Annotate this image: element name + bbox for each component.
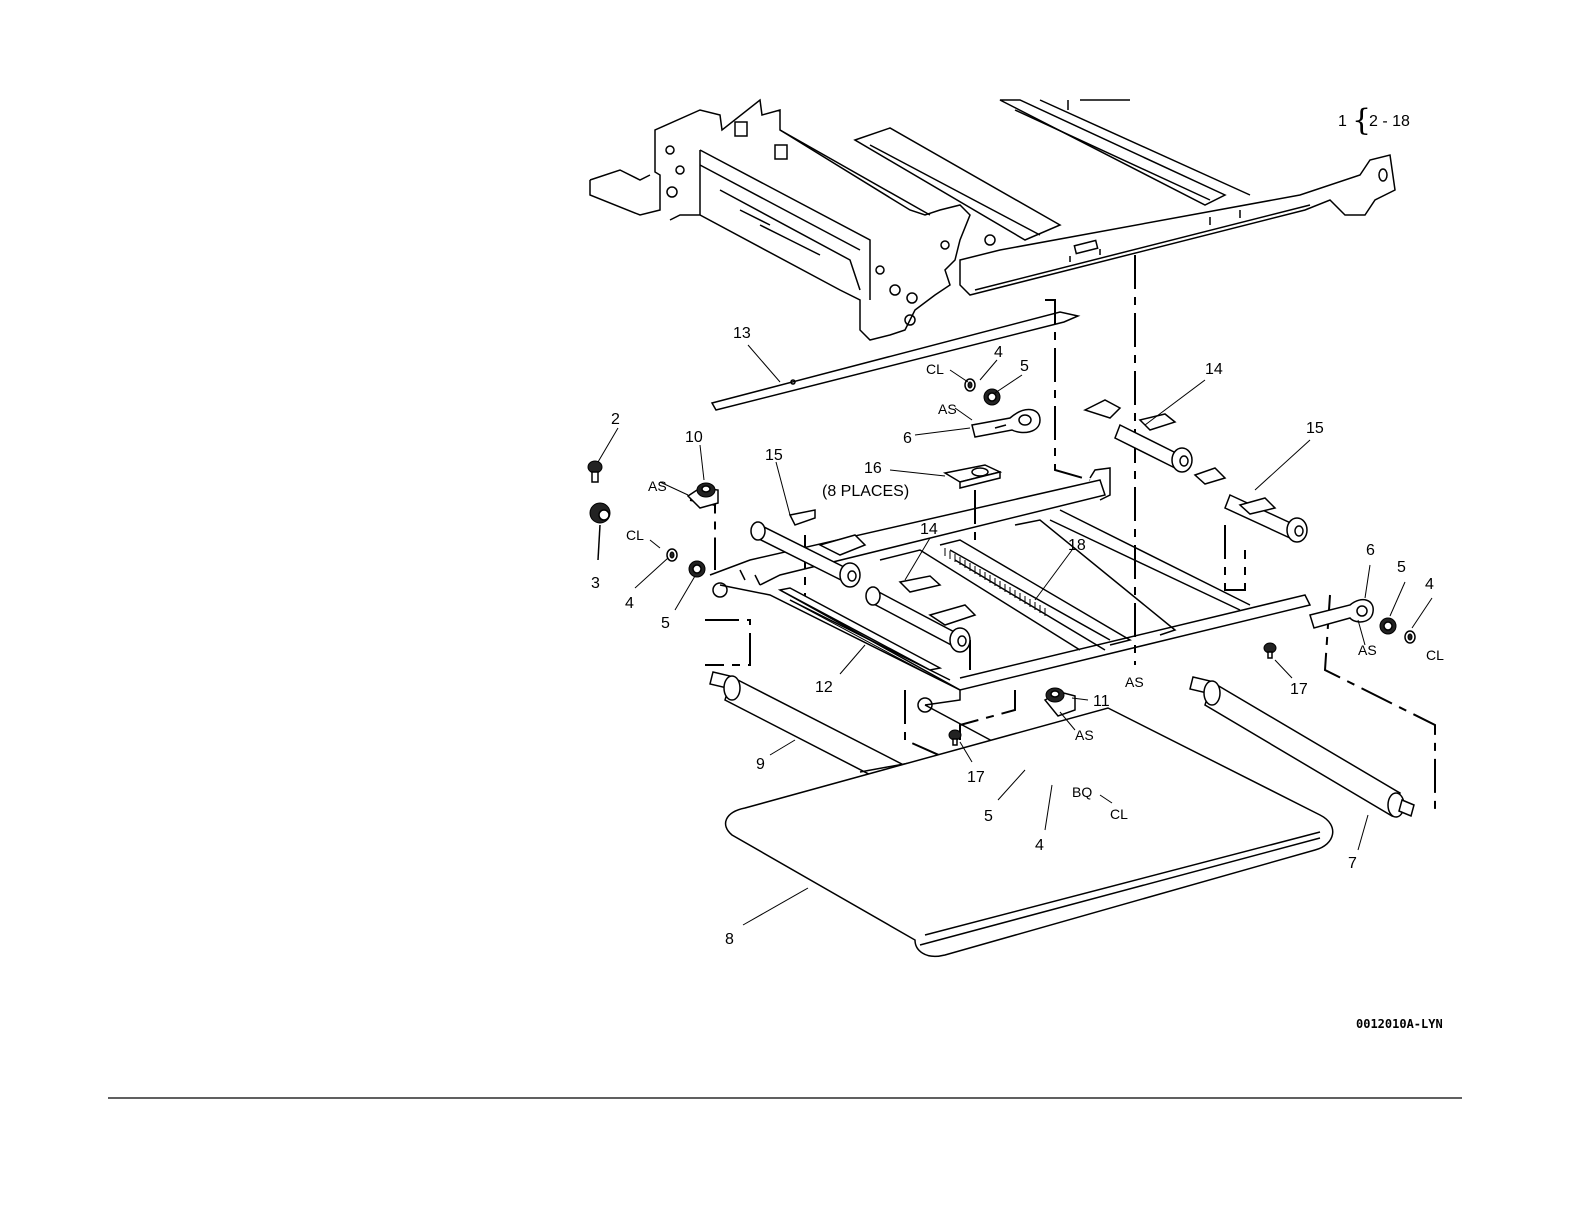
part-15-left-roller (751, 510, 865, 587)
callout-17-right: 17 (1290, 681, 1308, 698)
note-cl-right: CL (1426, 647, 1444, 663)
part-2-screw (588, 461, 602, 482)
callout-13: 13 (733, 325, 751, 342)
callout-12: 12 (815, 679, 833, 696)
callout-5-right: 5 (1397, 559, 1406, 576)
part-11-bearing (1045, 688, 1075, 716)
middle-frame (710, 468, 1310, 712)
callout-3: 3 (591, 575, 600, 592)
callout-11: 11 (1093, 693, 1110, 710)
callout-2: 2 (611, 411, 620, 428)
note-cl-top: CL (926, 361, 944, 377)
part-4-clip-left (667, 549, 677, 561)
callout-16: 16 (864, 460, 882, 477)
callout-4-left: 4 (625, 595, 634, 612)
callout-7: 7 (1348, 855, 1357, 872)
assembly-number: 1 (1338, 113, 1347, 130)
note-cl-left: CL (626, 527, 644, 543)
figure-code: 0012010A-LYN (1356, 1017, 1443, 1031)
note-cl-lower: CL (1110, 806, 1128, 822)
part-12-guide (780, 588, 940, 675)
part-16-clip (945, 465, 1000, 488)
callout-18: 18 (1068, 537, 1086, 554)
part-15-right-roller (1195, 468, 1307, 542)
part-10-bearing (688, 483, 718, 508)
part-6-bracket-top (972, 410, 1040, 437)
alignment-line-right-a (1225, 525, 1245, 590)
note-as-11: AS (1075, 727, 1094, 743)
part-6-bracket-right (1310, 600, 1373, 628)
callout-5-left: 5 (661, 615, 670, 632)
part-17-screw-right (1264, 643, 1276, 658)
note-bq: BQ (1072, 784, 1092, 800)
alignment-line-left-b (705, 620, 750, 665)
callout-17-left: 17 (967, 769, 985, 786)
part-3-gear (590, 503, 610, 560)
callout-4-lower: 4 (1035, 837, 1044, 854)
part-14-right-roller (1085, 400, 1192, 472)
assembly-range: 2 - 18 (1369, 113, 1410, 130)
callout-14-left: 14 (920, 521, 938, 538)
alignment-line-left-a (690, 500, 715, 570)
callout-14-right: 14 (1205, 361, 1223, 378)
note-as-right: AS (1358, 642, 1377, 658)
note-8-places: (8 PLACES) (822, 483, 909, 500)
note-as-top: AS (938, 401, 957, 417)
callout-4-right: 4 (1425, 576, 1434, 593)
part-17-screw-left (949, 730, 961, 745)
callout-15-left: 15 (765, 447, 783, 464)
callout-4-top: 4 (994, 344, 1003, 361)
alignment-line-13 (1045, 300, 1090, 480)
callout-6-right: 6 (1366, 542, 1375, 559)
part-5-bearing-right (1380, 618, 1396, 634)
callout-15-right: 15 (1306, 420, 1324, 437)
part-5-bearing-left (689, 561, 705, 577)
callout-5-top: 5 (1020, 358, 1029, 375)
callout-6-top: 6 (903, 430, 912, 447)
note-as-10: AS (648, 478, 667, 494)
callout-5-lower: 5 (984, 808, 993, 825)
callout-9: 9 (756, 756, 765, 773)
frame-assembly (590, 100, 1395, 340)
part-4-clip-right (1405, 631, 1415, 643)
callout-10: 10 (685, 429, 703, 446)
callout-8: 8 (725, 931, 734, 948)
note-as-mid: AS (1125, 674, 1144, 690)
